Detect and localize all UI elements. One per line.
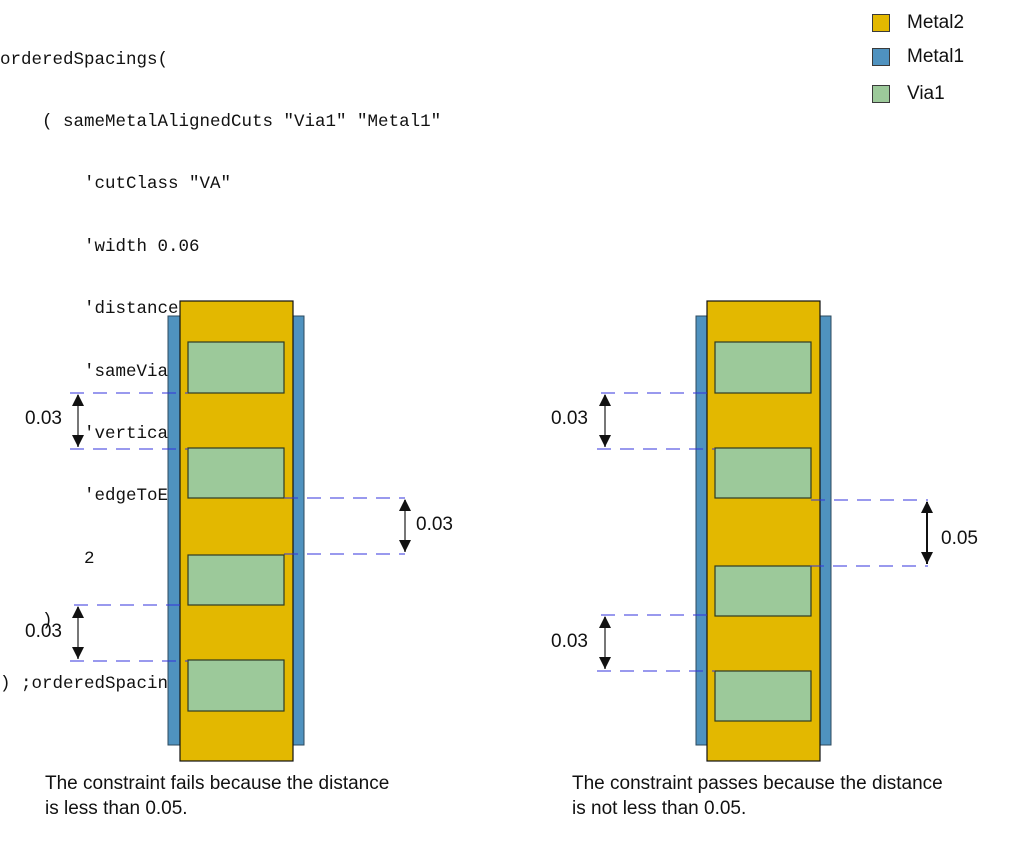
dimension-annotation: 0.03 xyxy=(551,614,715,672)
code-line: 2 xyxy=(0,548,95,569)
metal2-swatch xyxy=(872,14,890,32)
via-cut xyxy=(187,554,285,606)
pass-caption: The constraint passes because the distan… xyxy=(572,771,943,821)
caption-line: is less than 0.05. xyxy=(45,798,188,819)
legend-label: Metal1 xyxy=(907,46,965,67)
legend-item-metal1: Metal1 xyxy=(872,45,964,69)
via-cut xyxy=(714,341,812,394)
code-line: 'cutClass "VA" xyxy=(0,174,232,195)
code-line: ) xyxy=(0,611,53,632)
dimension-annotation: 0.03 xyxy=(284,497,453,555)
fail-diagram: 0.03 0.03 0.03 xyxy=(25,300,453,762)
caption-line: The constraint passes because the distan… xyxy=(572,773,943,794)
via-cut xyxy=(187,447,285,499)
legend-label: Via1 xyxy=(907,83,945,104)
pass-diagram: 0.03 0.05 0.03 xyxy=(551,300,978,762)
dimension-annotation: 0.03 xyxy=(25,392,188,450)
caption-line: The constraint fails because the distanc… xyxy=(45,773,390,794)
code-line: 'width 0.06 xyxy=(0,236,200,257)
caption-line: is not less than 0.05. xyxy=(572,798,747,819)
code-line: ( sameMetalAlignedCuts "Via1" "Metal1" xyxy=(0,111,442,132)
fail-caption: The constraint fails because the distanc… xyxy=(45,771,389,821)
code-line: ) ;orderedSpacings xyxy=(0,673,190,694)
dimension-label: 0.03 xyxy=(551,408,588,429)
via-cut xyxy=(187,341,285,394)
via-cut xyxy=(714,565,812,617)
via-cut xyxy=(714,670,812,722)
metal1-swatch xyxy=(872,48,890,66)
dimension-annotation: 0.03 xyxy=(551,392,715,450)
dimension-annotation: 0.05 xyxy=(810,499,978,567)
legend-item-via1: Via1 xyxy=(872,82,945,106)
legend-label: Metal2 xyxy=(907,12,965,33)
dimension-label: 0.03 xyxy=(416,514,453,535)
legend-item-metal2: Metal2 xyxy=(872,11,964,35)
dimension-label: 0.03 xyxy=(25,621,62,642)
via-cut xyxy=(187,659,285,712)
via1-swatch xyxy=(872,85,890,103)
dimension-label: 0.03 xyxy=(25,408,62,429)
via-cut xyxy=(714,447,812,499)
dimension-label: 0.03 xyxy=(551,631,588,652)
dimension-annotation: 0.03 xyxy=(25,604,188,662)
dimension-label: 0.05 xyxy=(941,528,978,549)
code-line: orderedSpacings( xyxy=(0,49,169,70)
code-line: 'vertical xyxy=(0,423,179,444)
